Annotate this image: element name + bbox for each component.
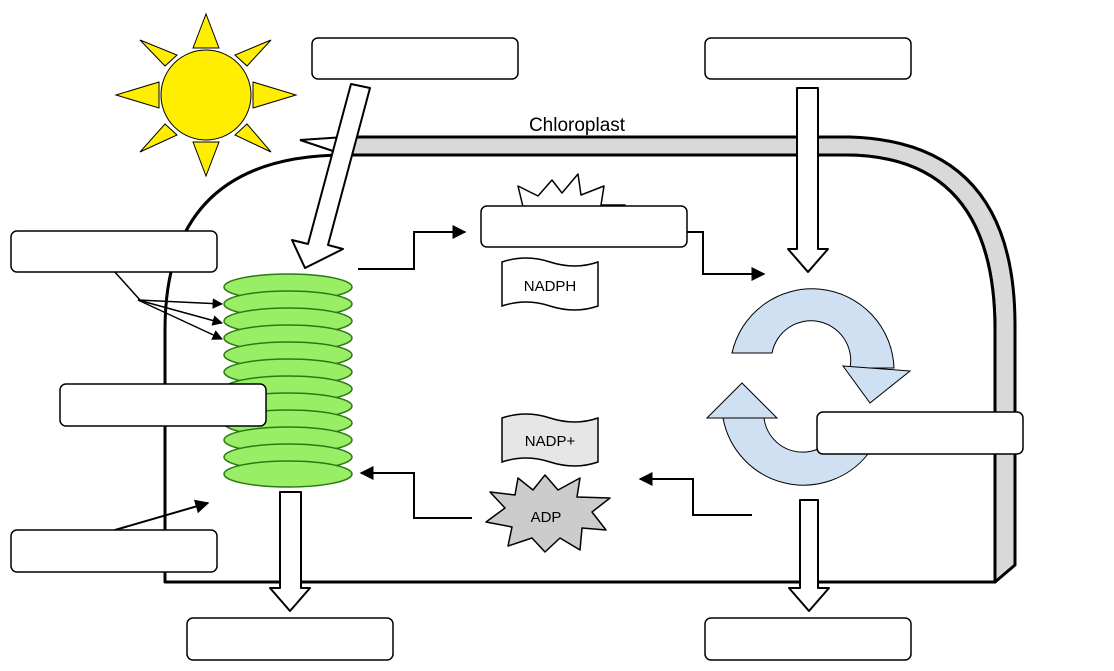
label-box-bottom-right[interactable] — [704, 617, 912, 661]
left-pointer-arrows — [112, 269, 224, 531]
label-box-left-lower[interactable] — [10, 529, 218, 573]
flow-arrows — [358, 225, 766, 519]
bottom-left-output-arrow — [269, 491, 311, 612]
nadp-plus-molecule: NADP+ — [501, 413, 599, 467]
label-box-left-middle[interactable] — [59, 383, 267, 427]
adp-label: ADP — [531, 509, 562, 526]
bottom-right-output-arrow — [788, 499, 830, 612]
label-box-left-upper[interactable] — [10, 230, 218, 273]
label-box-bottom-left[interactable] — [186, 617, 394, 661]
label-box-right-middle[interactable] — [816, 411, 1024, 455]
top-right-input-arrow — [787, 87, 829, 273]
label-box-center-top[interactable] — [480, 205, 688, 248]
chloroplast-title: Chloroplast — [529, 115, 626, 136]
adp-molecule: ADP — [485, 474, 611, 553]
thylakoid-disc — [223, 460, 353, 488]
light-input-arrow — [291, 83, 371, 269]
calvin-cycle-icon — [705, 288, 912, 486]
label-box-top-left[interactable] — [311, 37, 519, 80]
granum-stack — [223, 273, 353, 488]
nadph-label: NADPH — [524, 278, 577, 295]
nadp-plus-label: NADP+ — [525, 433, 576, 450]
sun-icon — [114, 12, 298, 178]
blank-labels — [10, 37, 1024, 661]
label-box-top-right[interactable] — [704, 37, 912, 80]
nadph-molecule: NADPH — [501, 257, 599, 311]
